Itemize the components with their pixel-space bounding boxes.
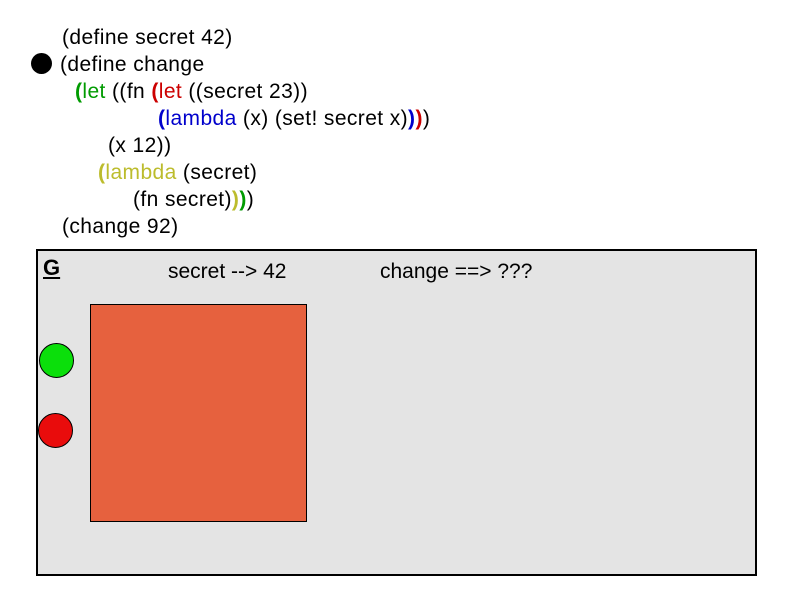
code-text: ((secret 23))	[182, 80, 308, 103]
green-closure-circle	[39, 343, 74, 378]
code-text: (	[151, 80, 159, 103]
code-text: let	[158, 80, 183, 103]
code-text: lambda	[105, 161, 177, 184]
code-text: )	[408, 107, 416, 130]
code-line-1: (define secret 42)	[62, 24, 233, 51]
code-line-7: (fn secret))))	[133, 186, 254, 213]
code-text: )	[239, 188, 247, 211]
secret-binding: secret --> 42	[168, 260, 287, 283]
code-text: let	[82, 80, 106, 103]
code-line-8: (change 92)	[62, 213, 178, 240]
change-binding: change ==> ???	[380, 260, 533, 283]
code-text: )	[415, 107, 423, 130]
code-text: (	[75, 80, 83, 103]
red-closure-circle	[38, 413, 73, 448]
frame-rectangle	[90, 304, 307, 522]
code-text: (define secret 42)	[62, 26, 233, 49]
bullet-icon	[31, 53, 52, 74]
code-text: )	[246, 188, 255, 211]
code-text: (change 92)	[62, 215, 179, 238]
code-text: lambda	[165, 107, 237, 130]
code-line-5: (x 12))	[108, 132, 171, 159]
code-text: ((fn	[105, 80, 152, 103]
code-text: (x 12))	[108, 134, 172, 157]
code-line-3: (let ((fn (let ((secret 23))	[75, 78, 308, 105]
code-block: (define secret 42) (define change (let (…	[0, 0, 794, 245]
code-text: )	[422, 107, 431, 130]
code-text: (	[158, 107, 166, 130]
global-env-box: G secret --> 42 change ==> ???	[36, 249, 757, 576]
code-text: )	[231, 188, 240, 211]
code-text: (define change	[60, 53, 205, 76]
code-line-4: (lambda (x) (set! secret x))))	[158, 105, 430, 132]
code-text: (fn secret)	[133, 188, 232, 211]
code-line-6: (lambda (secret)	[98, 159, 257, 186]
code-text: (secret)	[176, 161, 258, 184]
global-env-label: G	[43, 255, 61, 280]
code-line-2: (define change	[60, 51, 205, 78]
code-text: (	[98, 161, 106, 184]
code-text: (x) (set! secret x)	[236, 107, 409, 130]
